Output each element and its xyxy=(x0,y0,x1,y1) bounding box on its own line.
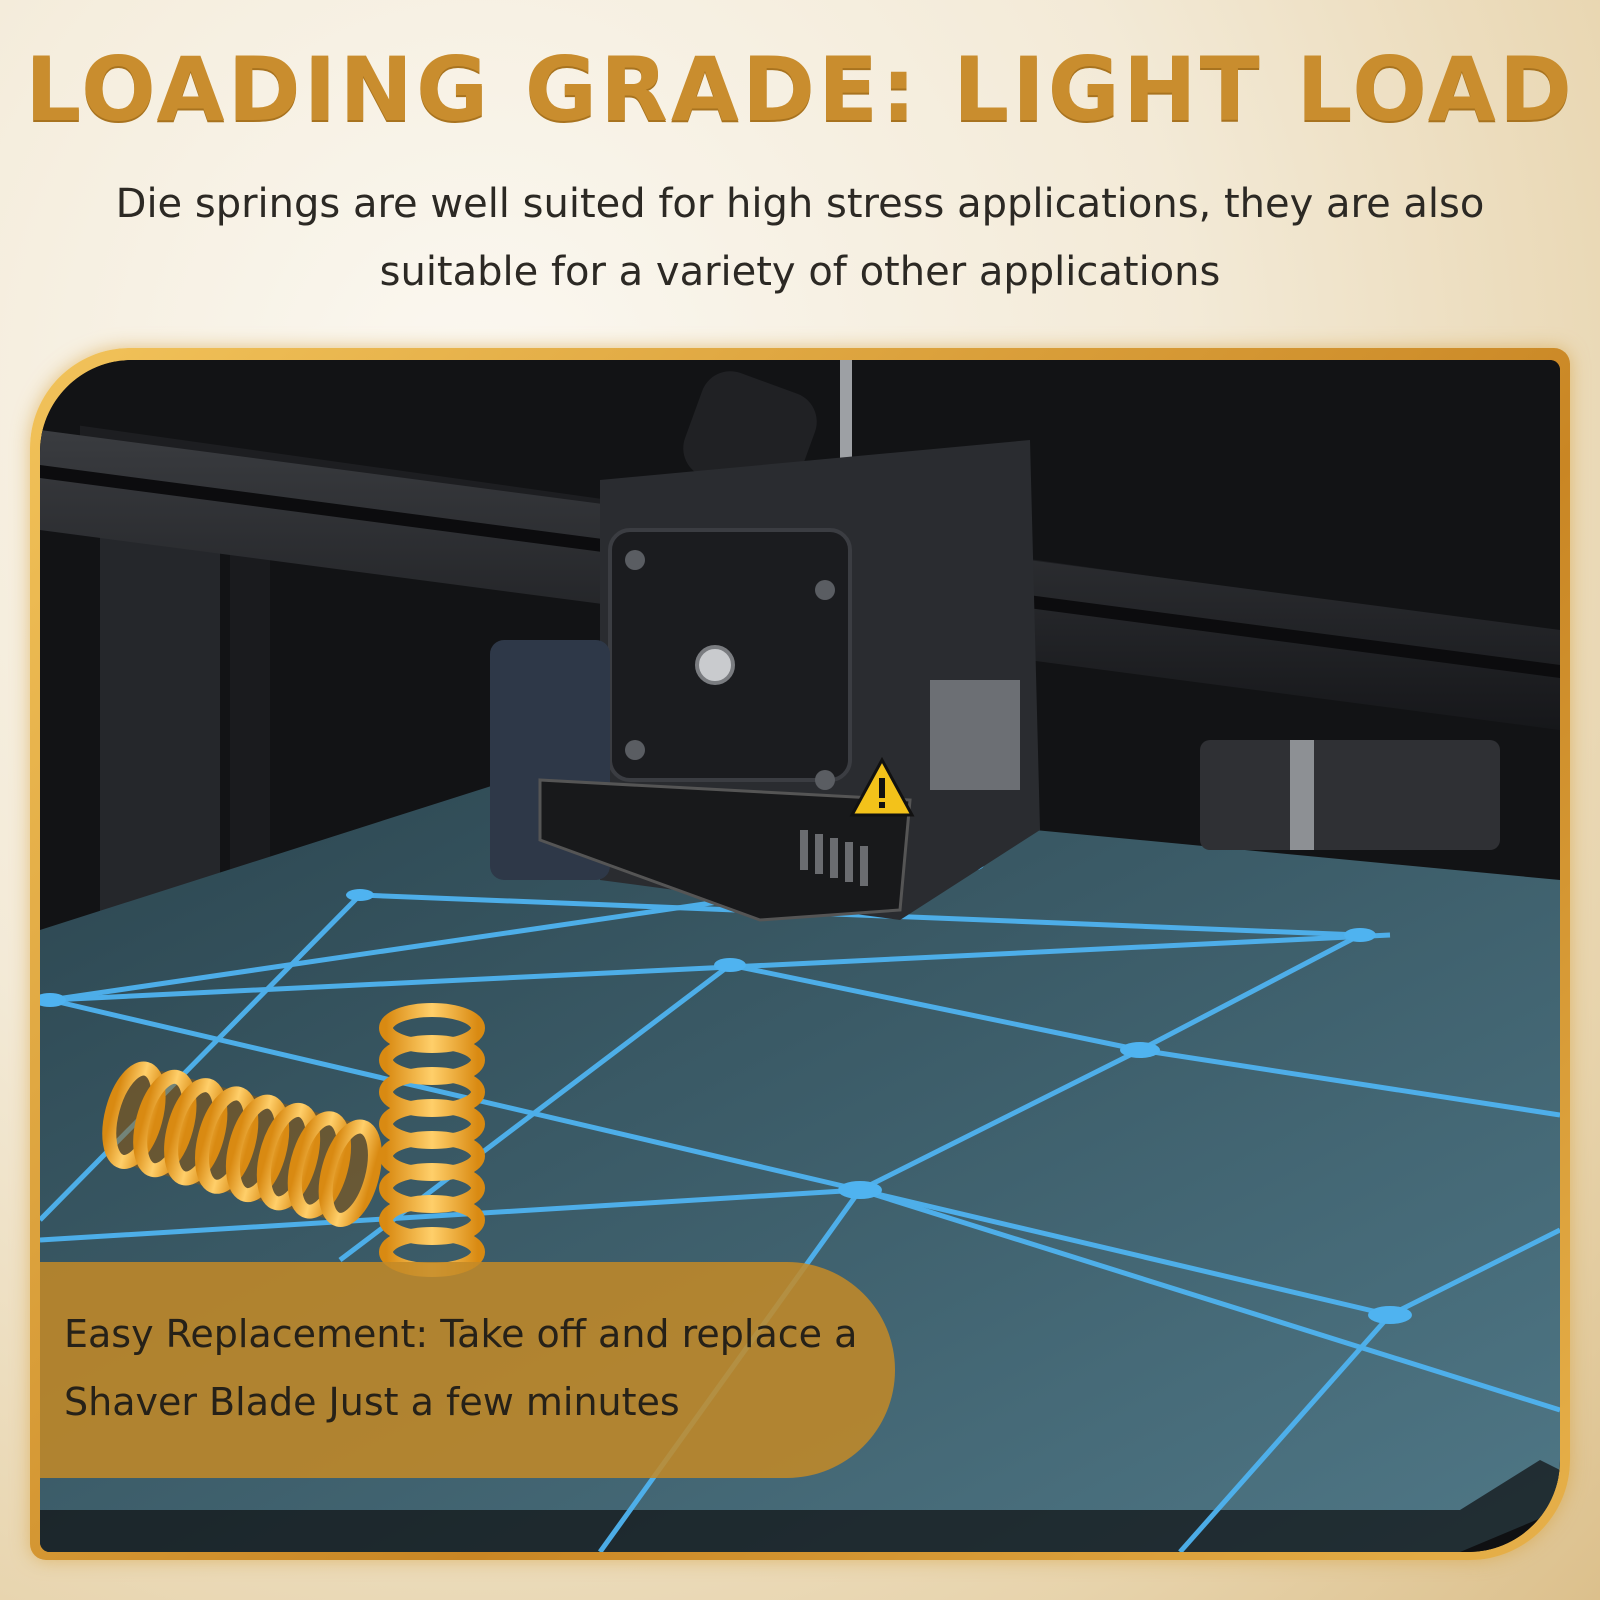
product-photo xyxy=(40,360,1560,1552)
motor-screw xyxy=(625,740,645,760)
y-stepper-motor xyxy=(1200,740,1500,850)
motor-screw xyxy=(625,550,645,570)
spring-horizontal xyxy=(102,1061,382,1227)
page-subtitle: Die springs are well suited for high str… xyxy=(115,181,1485,295)
page-headline: LOADING GRADE: LIGHT LOAD xyxy=(25,38,1575,141)
caption-text: Easy Replacement: Take off and replace a… xyxy=(64,1312,858,1424)
caption-band xyxy=(40,1262,895,1478)
spring-vertical xyxy=(379,1003,485,1277)
y-stepper-band xyxy=(1290,740,1314,850)
motor-screw xyxy=(815,580,835,600)
motor-shaft xyxy=(695,645,735,685)
vent-slots xyxy=(800,830,868,886)
heated-bed-edge xyxy=(40,1460,1560,1552)
extruder-assembly xyxy=(490,360,1040,922)
heatsink xyxy=(930,680,1020,790)
motor-screw xyxy=(815,770,835,790)
hotend-cover xyxy=(538,778,912,922)
warning-triangle-icon xyxy=(849,756,915,817)
